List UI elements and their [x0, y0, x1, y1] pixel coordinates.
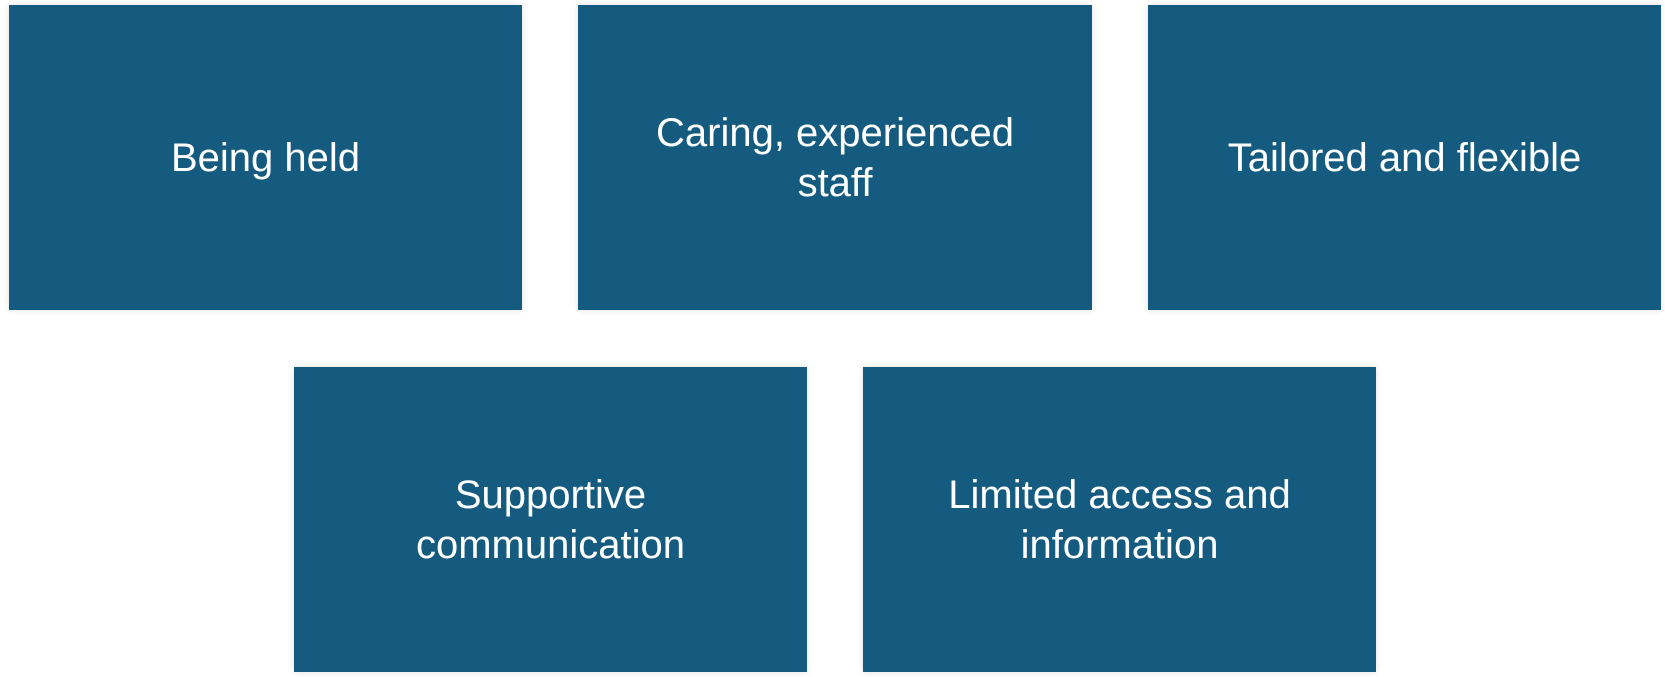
theme-box-being-held: Being held — [9, 5, 522, 310]
theme-box-supportive-communication: Supportive communication — [294, 367, 807, 672]
theme-box-limited-access: Limited access and information — [863, 367, 1376, 672]
theme-box-tailored-flexible: Tailored and flexible — [1148, 5, 1661, 310]
theme-label: Tailored and flexible — [1227, 135, 1582, 180]
theme-box-caring-staff: Caring, experienced staff — [578, 5, 1092, 310]
theme-label: Limited access and information — [948, 472, 1291, 567]
theme-label: Being held — [170, 135, 361, 180]
theme-label: Supportive communication — [415, 472, 685, 567]
theme-label: Caring, experienced staff — [656, 110, 1014, 205]
